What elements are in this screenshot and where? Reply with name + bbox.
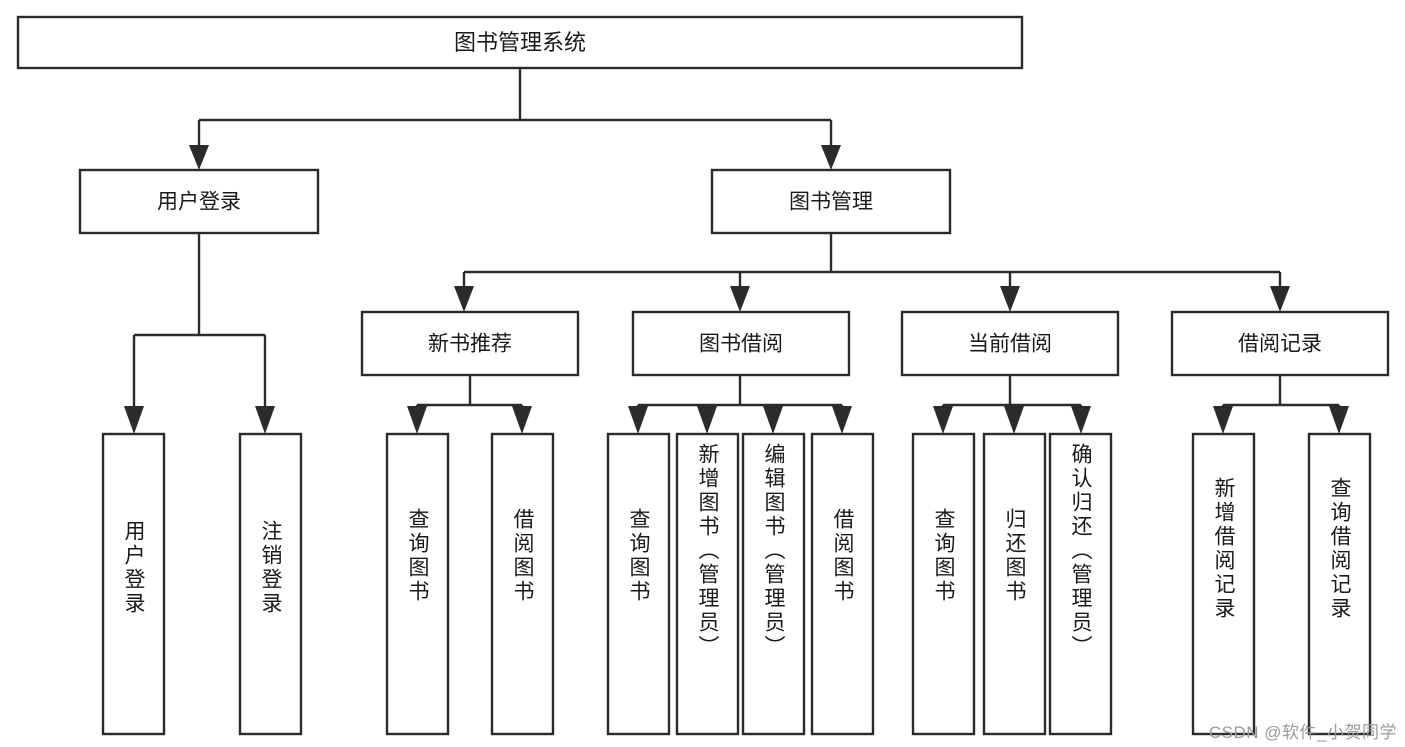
leaf-box-logout[interactable] bbox=[238, 432, 303, 736]
node-book-manage-label: 图书管理 bbox=[789, 191, 873, 214]
csdn-watermark: CSDN @软件_小贺同学 bbox=[1208, 723, 1397, 742]
arrowhead-to-borrowrecord bbox=[1270, 286, 1290, 312]
leaf-box-query-book-3[interactable] bbox=[911, 432, 976, 736]
arrowhead-to-user-login bbox=[189, 145, 209, 170]
leaf-box-return-book[interactable] bbox=[982, 432, 1047, 736]
node-root-label: 图书管理系统 bbox=[454, 30, 586, 55]
node-new-book-rec-label: 新书推荐 bbox=[428, 333, 512, 356]
leaf-box-borrow-book-2[interactable] bbox=[810, 432, 875, 736]
node-current-borrow-label: 当前借阅 bbox=[968, 333, 1052, 356]
node-user-login-box[interactable] bbox=[78, 168, 320, 235]
arrowhead-to-book-manage bbox=[821, 145, 841, 170]
leaf-box-group bbox=[101, 432, 1372, 736]
arrowhead-leaf-query-book-3 bbox=[933, 406, 953, 434]
leaf-box-user-login[interactable] bbox=[101, 432, 166, 736]
leaf-box-edit-book[interactable] bbox=[741, 432, 806, 736]
node-borrow-record-box[interactable] bbox=[1170, 310, 1390, 377]
arrowhead-leaf-confirm-return bbox=[1071, 406, 1091, 434]
node-book-manage-box[interactable] bbox=[710, 168, 952, 235]
arrowhead-to-currentborrow bbox=[1000, 286, 1020, 312]
leaf-box-query-book-1[interactable] bbox=[385, 432, 450, 736]
node-book-borrow-label: 图书借阅 bbox=[699, 333, 783, 356]
leaf-box-query-record[interactable] bbox=[1307, 432, 1372, 736]
arrowhead-group bbox=[124, 145, 1349, 434]
leaf-box-borrow-book-1[interactable] bbox=[490, 432, 555, 736]
node-book-borrow-box[interactable] bbox=[631, 310, 851, 377]
arrowhead-to-bookborrow bbox=[730, 286, 750, 312]
arrowhead-leaf-query-record bbox=[1329, 406, 1349, 434]
arrowhead-to-newbook bbox=[454, 286, 474, 312]
arrowhead-leaf-return-book bbox=[1004, 406, 1024, 434]
leaf-box-query-book-2[interactable] bbox=[606, 432, 671, 736]
leaf-box-add-record[interactable] bbox=[1191, 432, 1256, 736]
arrowhead-leaf-query-book-1 bbox=[407, 406, 427, 434]
arrowhead-leaf-query-book-2 bbox=[628, 406, 648, 434]
arrowhead-leaf-add-book bbox=[697, 406, 717, 434]
leaf-box-add-book[interactable] bbox=[675, 432, 740, 736]
arrowhead-leaf-borrow-book-2 bbox=[832, 406, 852, 434]
node-root-box[interactable] bbox=[16, 15, 1024, 70]
node-current-borrow-box[interactable] bbox=[900, 310, 1120, 377]
leaf-box-confirm-return[interactable] bbox=[1048, 432, 1113, 736]
node-new-book-rec-box[interactable] bbox=[360, 310, 580, 377]
arrowhead-leaf-user-login bbox=[124, 406, 144, 434]
arrowhead-leaf-add-record bbox=[1213, 406, 1233, 434]
arrowhead-leaf-borrow-book-1 bbox=[512, 406, 532, 434]
node-user-login-label: 用户登录 bbox=[157, 191, 241, 214]
node-box-group: 图书管理系统 用户登录 图书管理 新书推荐 图书借阅 当前借阅 借阅记录 bbox=[16, 15, 1390, 377]
node-borrow-record-label: 借阅记录 bbox=[1238, 333, 1322, 356]
arrowhead-leaf-edit-book bbox=[763, 406, 783, 434]
arrowhead-leaf-logout bbox=[255, 406, 275, 434]
